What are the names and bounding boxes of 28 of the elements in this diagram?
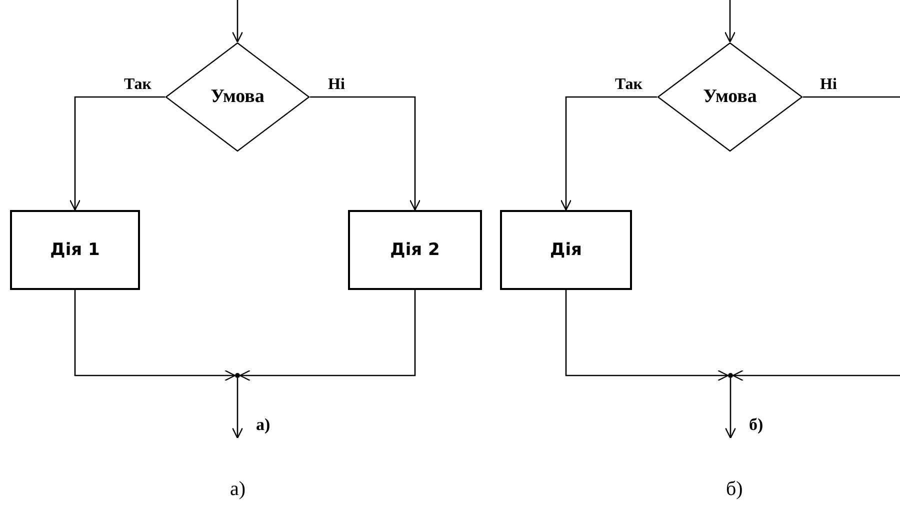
node-text: Умова (210, 86, 264, 108)
arrow (310, 96, 421, 211)
arrow (724, 378, 736, 439)
caption-label: б) (726, 478, 743, 500)
arrow (232, 378, 244, 439)
connector-line (803, 96, 900, 98)
arrow (565, 290, 729, 382)
diagram-label: а) (256, 414, 270, 436)
decision-diamond (657, 42, 803, 152)
process-box (348, 210, 482, 290)
arrow (239, 290, 416, 382)
decision-diamond (165, 42, 310, 152)
arrow (732, 370, 900, 382)
node-text: Дія 1 (50, 240, 100, 260)
arrow (69, 96, 165, 211)
arrow (232, 0, 244, 43)
process-box (500, 210, 632, 290)
process-box (10, 210, 140, 290)
arrow (74, 290, 236, 382)
node-text: Умова (703, 86, 757, 108)
diagram-label: б) (749, 414, 764, 436)
node-text: Дія 2 (390, 240, 440, 260)
caption-label: а) (230, 478, 246, 500)
junction-dot (235, 373, 240, 378)
arrow (724, 0, 736, 43)
junction-dot (728, 373, 733, 378)
node-text: Дія (550, 240, 582, 260)
arrow (560, 96, 657, 211)
